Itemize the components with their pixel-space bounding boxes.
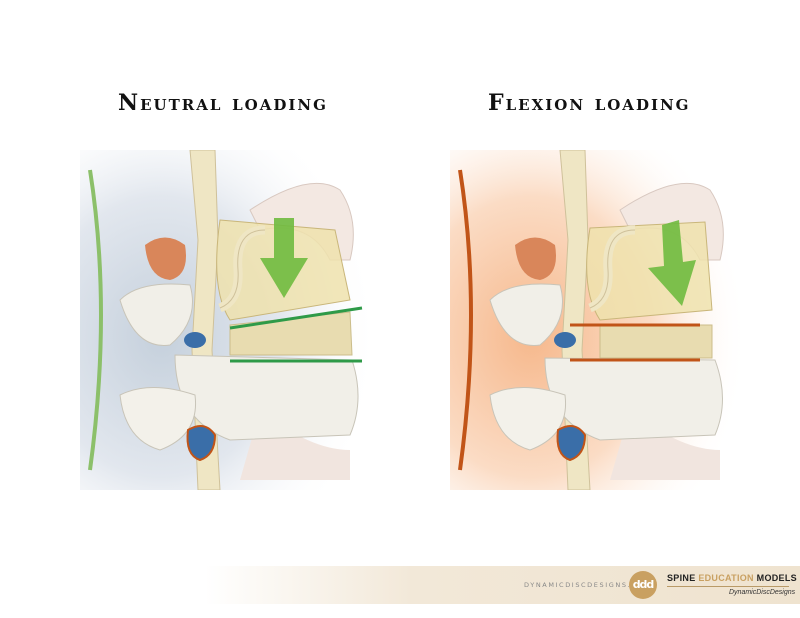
intervertebral-disc [599,324,713,359]
footer-banner: DYNAMICDISCDESIGNS.COM ddd SPINE EDUCATI… [205,566,800,604]
neutral-loading-title: Neutral loading [118,90,328,116]
footer-site-url[interactable]: DYNAMICDISCDESIGNS.COM [524,581,652,589]
posterior-element-upper [119,283,193,346]
nerve-blue-upper [184,332,206,348]
flexion-loading-title: Flexion loading [488,90,691,116]
load-arrow-icon [260,218,308,298]
nerve-blue-lower [186,425,217,462]
nerve-blue-lower [556,425,587,462]
flexion-spine-illustration [450,150,740,490]
brand-divider [667,586,789,587]
neutral-lordosis-curve [88,169,103,471]
facet-joint [515,237,556,280]
brand-subtitle: DynamicDiscDesigns [729,589,796,596]
load-arrow-icon [648,220,696,306]
flexion-curve [458,169,473,471]
brand-name: SPINE EDUCATION MODELS [667,573,797,583]
ddd-logo: ddd [629,571,657,599]
nerve-root-loop-outline [219,229,266,309]
nerve-root-loop-outline [589,229,636,309]
nerve-blue-upper [554,332,576,348]
lower-vertebra [174,354,359,441]
facet-joint [145,237,186,280]
posterior-element-upper [489,283,563,346]
neutral-spine-illustration [80,150,370,490]
neutral-line-upper [229,306,363,330]
